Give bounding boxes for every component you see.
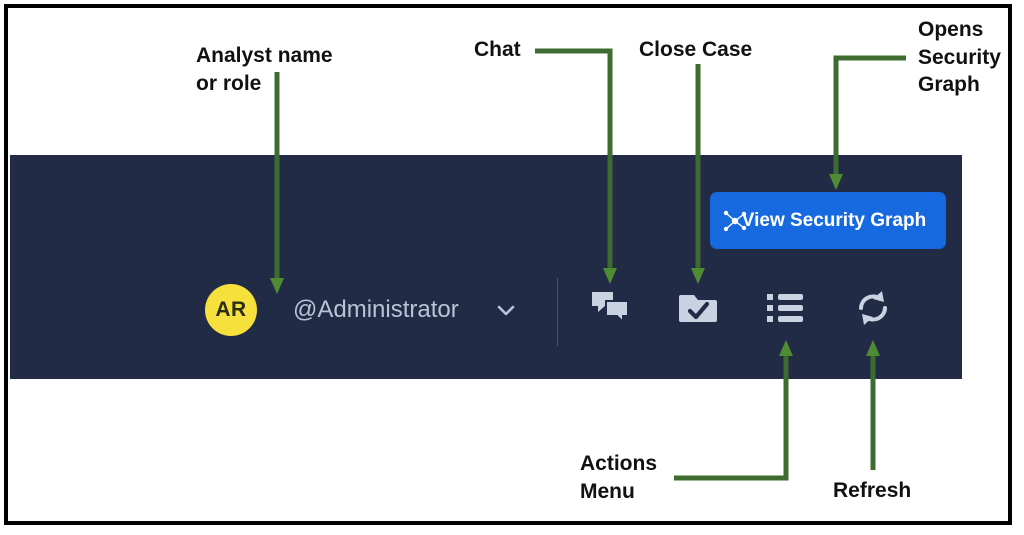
user-identity-cluster[interactable]: AR @Administrator	[205, 280, 519, 340]
chat-bubbles-icon[interactable]	[587, 285, 633, 331]
bulleted-list-icon[interactable]	[762, 285, 808, 331]
view-security-graph-label: View Security Graph	[741, 209, 927, 231]
avatar: AR	[205, 284, 257, 336]
toolbar-divider	[557, 278, 558, 346]
callout-refresh: Refresh	[833, 479, 912, 502]
view-security-graph-button[interactable]: View Security Graph	[710, 192, 946, 249]
folder-check-icon[interactable]	[675, 285, 721, 331]
callout-security-graph: Opens Security Graph	[918, 18, 1001, 97]
callout-chat: Chat	[474, 38, 521, 61]
callout-actions-menu: Actions Menu	[580, 452, 658, 503]
chevron-down-icon[interactable]	[493, 297, 519, 323]
case-toolbar-panel	[10, 155, 962, 379]
user-display-name: @Administrator	[293, 296, 459, 323]
node-graph-icon	[722, 208, 748, 234]
refresh-sync-icon[interactable]	[850, 285, 896, 331]
callout-close-case: Close Case	[639, 38, 753, 61]
callout-analyst-name: Analyst name or role	[196, 44, 333, 95]
